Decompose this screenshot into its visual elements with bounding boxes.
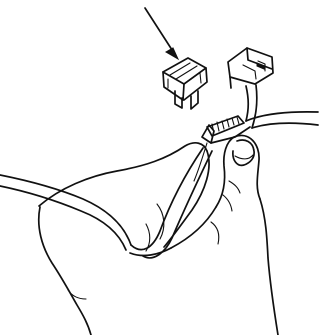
fuse-holder-icon: [202, 48, 273, 143]
arrow-icon: [145, 8, 178, 59]
wire-icon: [0, 85, 318, 258]
blade-fuse-icon: [163, 58, 207, 109]
